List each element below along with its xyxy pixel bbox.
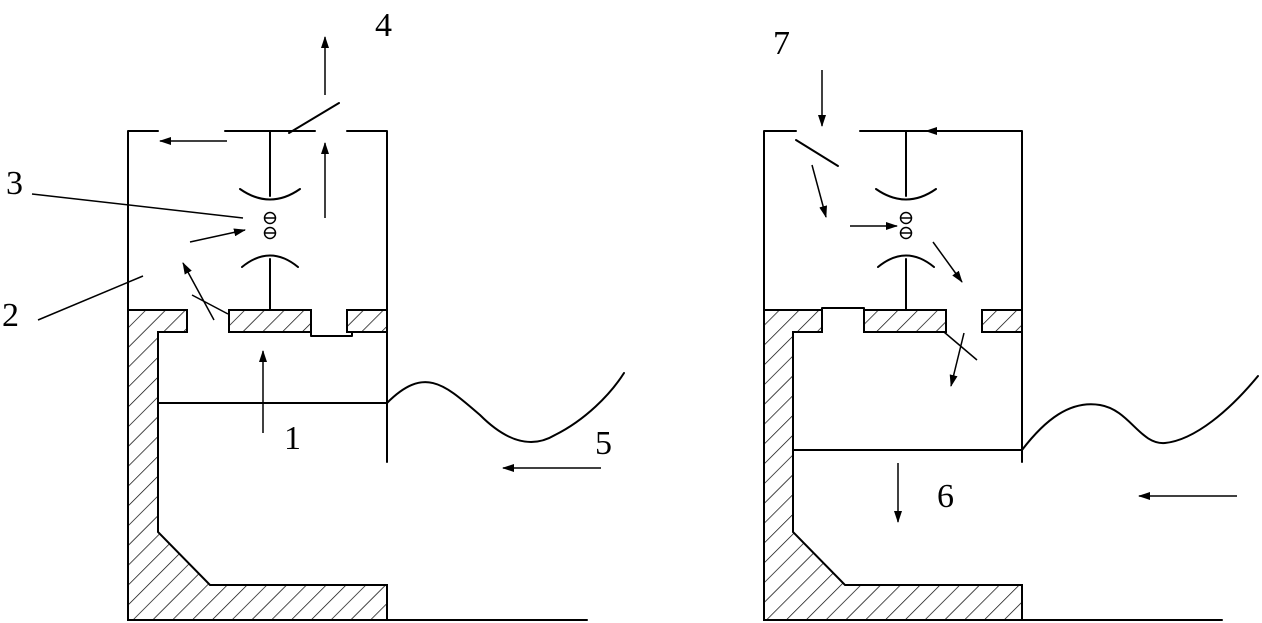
left-sensor-icon	[263, 211, 277, 240]
left-plate-center	[228, 309, 312, 333]
label-3: 3	[6, 165, 23, 202]
left-chamber-right-wall	[346, 130, 388, 463]
right-sensor-icon	[899, 211, 913, 240]
label-4: 4	[375, 7, 392, 44]
left-upper-arc	[239, 188, 301, 201]
left-plate-right	[346, 309, 388, 333]
right-plate-right	[981, 309, 1023, 333]
arrow-to-sensor	[189, 228, 246, 243]
left-housing-wall	[127, 309, 388, 621]
left-assembly	[31, 36, 625, 621]
right-wave	[1021, 375, 1259, 451]
leader-3	[31, 193, 244, 219]
right-assembly	[763, 70, 1259, 621]
left-lower-arc	[241, 254, 299, 268]
label-1: 1	[284, 420, 301, 457]
arrow-right-down-diag	[932, 241, 963, 283]
arrow-down-flap	[811, 164, 828, 218]
right-plate-notch	[821, 307, 865, 311]
left-plate-notch	[310, 331, 353, 337]
arrow-gap-side-right	[943, 331, 978, 361]
label-5: 5	[595, 425, 612, 462]
label-2: 2	[2, 297, 19, 334]
left-chamber-left-wall	[127, 130, 159, 313]
arrow-through-gap	[182, 262, 215, 321]
right-upper-arc	[875, 188, 937, 201]
arrow-gap-down	[949, 332, 965, 387]
left-valve-flap	[288, 102, 340, 134]
left-wave	[386, 372, 625, 444]
right-chamber-top-right	[859, 130, 1023, 463]
label-7: 7	[773, 25, 790, 62]
right-valve-flap	[795, 139, 839, 167]
arrow-gap-side	[191, 294, 229, 315]
right-housing-wall	[763, 309, 1023, 621]
leader-2	[37, 275, 144, 321]
label-6: 6	[937, 478, 954, 515]
right-lower-arc	[877, 254, 935, 268]
right-plate-center	[863, 309, 947, 333]
right-chamber-left-wall	[763, 130, 797, 313]
